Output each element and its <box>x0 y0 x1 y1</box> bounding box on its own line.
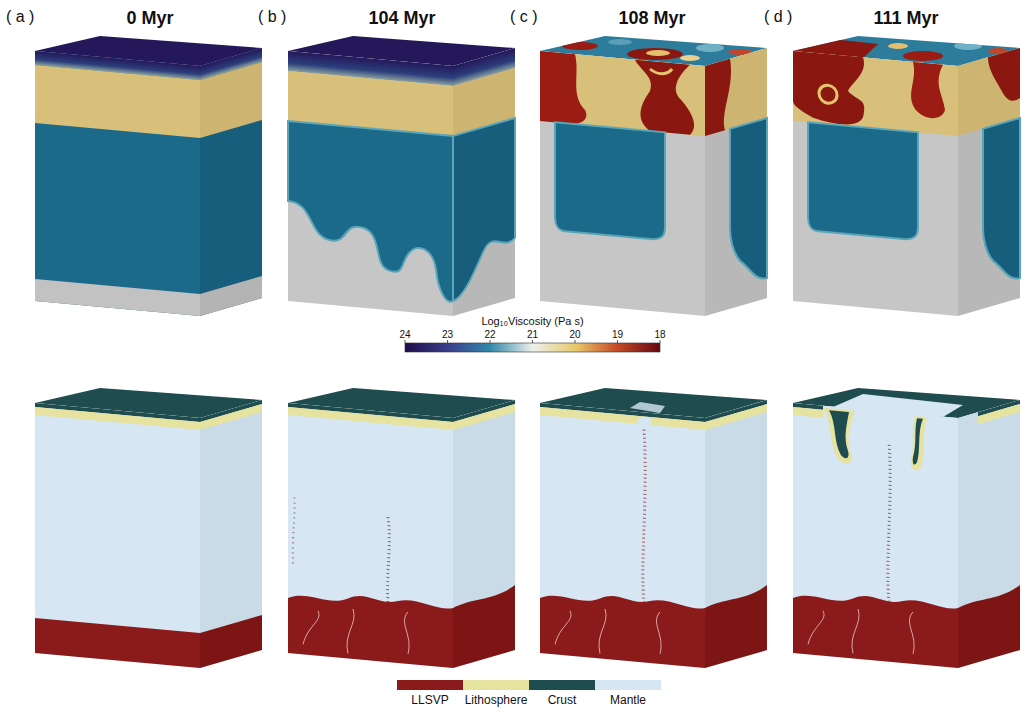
legend-label: LLSVP <box>411 694 448 708</box>
time-heading: 108 Myr <box>618 8 685 29</box>
tick-label: 20 <box>569 329 580 341</box>
tick-label: 24 <box>399 329 410 341</box>
tick-label: 23 <box>442 329 453 341</box>
tick-label: 18 <box>654 329 665 341</box>
composition-box <box>35 388 262 668</box>
legend-label: Mantle <box>610 694 646 708</box>
colorbar-title: Log₁₀Viscosity (Pa s) <box>481 315 583 328</box>
viscosity-box <box>540 36 767 316</box>
time-heading: 111 Myr <box>873 8 938 29</box>
panel-letter: ( d ) <box>764 8 792 26</box>
composition-box <box>540 388 767 668</box>
panel-letter: ( b ) <box>258 8 286 26</box>
panel-letter: ( a ) <box>6 8 34 26</box>
tick-label: 21 <box>527 329 538 341</box>
legend-swatch <box>529 680 595 690</box>
legend-label: Crust <box>548 694 577 708</box>
legend-label: Lithosphere <box>465 694 528 708</box>
panel-letter: ( c ) <box>510 8 538 26</box>
legend-swatch <box>397 680 463 690</box>
viscosity-box <box>793 36 1020 316</box>
tick-label: 22 <box>484 329 495 341</box>
viscosity-box <box>288 36 515 316</box>
viscosity-box <box>35 36 262 316</box>
composition-box <box>288 388 515 668</box>
time-heading: 0 Myr <box>126 8 173 29</box>
legend-swatch <box>595 680 661 690</box>
tick-label: 19 <box>612 329 623 341</box>
composition-box <box>793 388 1020 668</box>
legend-swatch <box>463 680 529 690</box>
colorbar <box>405 340 660 352</box>
time-heading: 104 Myr <box>368 8 435 29</box>
